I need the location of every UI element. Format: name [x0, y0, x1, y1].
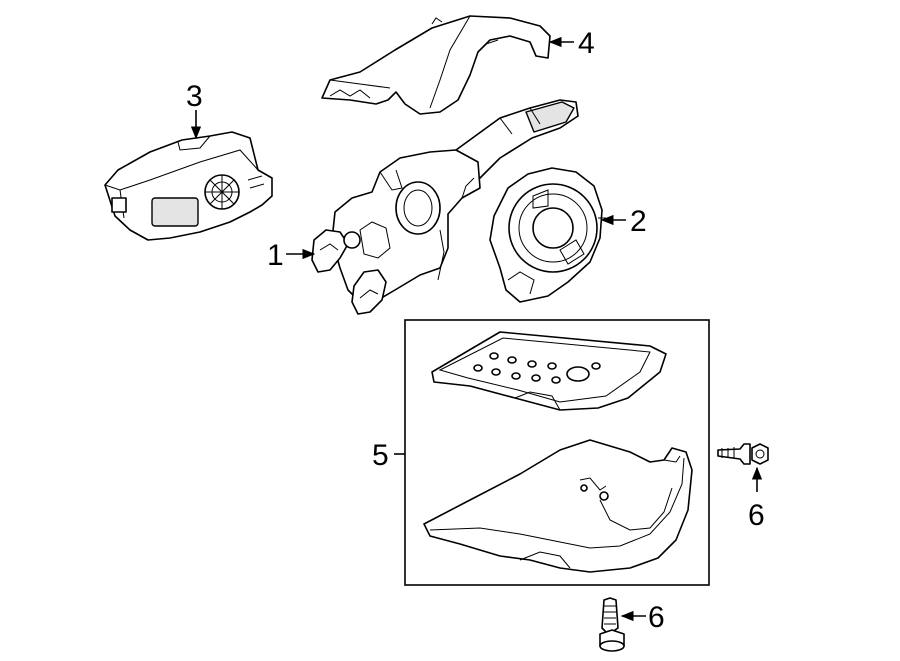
clock-spring: [489, 167, 606, 303]
callout-5: 5: [372, 439, 389, 472]
lower-shroud-upper-half: [431, 331, 667, 411]
screw-right: [717, 443, 769, 465]
combination-switch: [311, 99, 579, 315]
callout-1: 1: [267, 239, 284, 272]
callout-3: 3: [186, 80, 203, 113]
upper-column-shroud: [321, 15, 551, 115]
steering-control-module: [104, 131, 273, 241]
tray-holes: [473, 352, 601, 384]
screw-bottom: [599, 597, 625, 652]
lower-shroud-assembly-box: [404, 319, 710, 586]
callout-2: 2: [630, 205, 647, 238]
lower-shroud-lower-half: [423, 439, 693, 573]
callout-6-right: 6: [748, 499, 765, 532]
callout-4: 4: [578, 27, 595, 60]
callout-6-bottom: 6: [648, 601, 665, 634]
